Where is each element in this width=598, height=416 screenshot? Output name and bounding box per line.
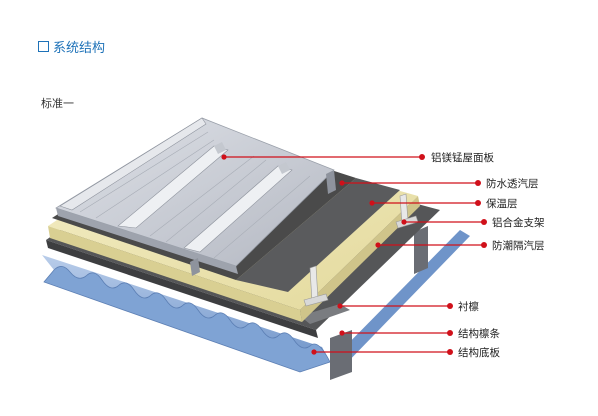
sub-purlin [300, 304, 350, 324]
aluminum-brackets [303, 193, 419, 307]
roof-panels [55, 117, 336, 276]
square-icon [38, 41, 49, 52]
diagram-subtitle: 标准一 [41, 97, 74, 110]
label-vapor-barrier: 防潮隔汽层 [492, 240, 545, 252]
label-panel: 铝镁锰屋面板 [431, 152, 494, 164]
structural-purlin [330, 226, 428, 380]
section-title-text: 系统结构 [53, 41, 106, 56]
label-deck: 结构底板 [458, 347, 500, 359]
section-title: 系统结构 [38, 37, 105, 56]
label-vapor-permeable: 防水透汽层 [486, 178, 539, 190]
label-sub-purlin: 衬檩 [458, 301, 479, 313]
structural-deck [42, 230, 470, 373]
label-insulation: 保温层 [486, 198, 518, 210]
leader-lines [221, 154, 487, 355]
label-purlin: 结构檩条 [458, 328, 500, 340]
label-bracket: 铝合金支架 [492, 217, 545, 229]
